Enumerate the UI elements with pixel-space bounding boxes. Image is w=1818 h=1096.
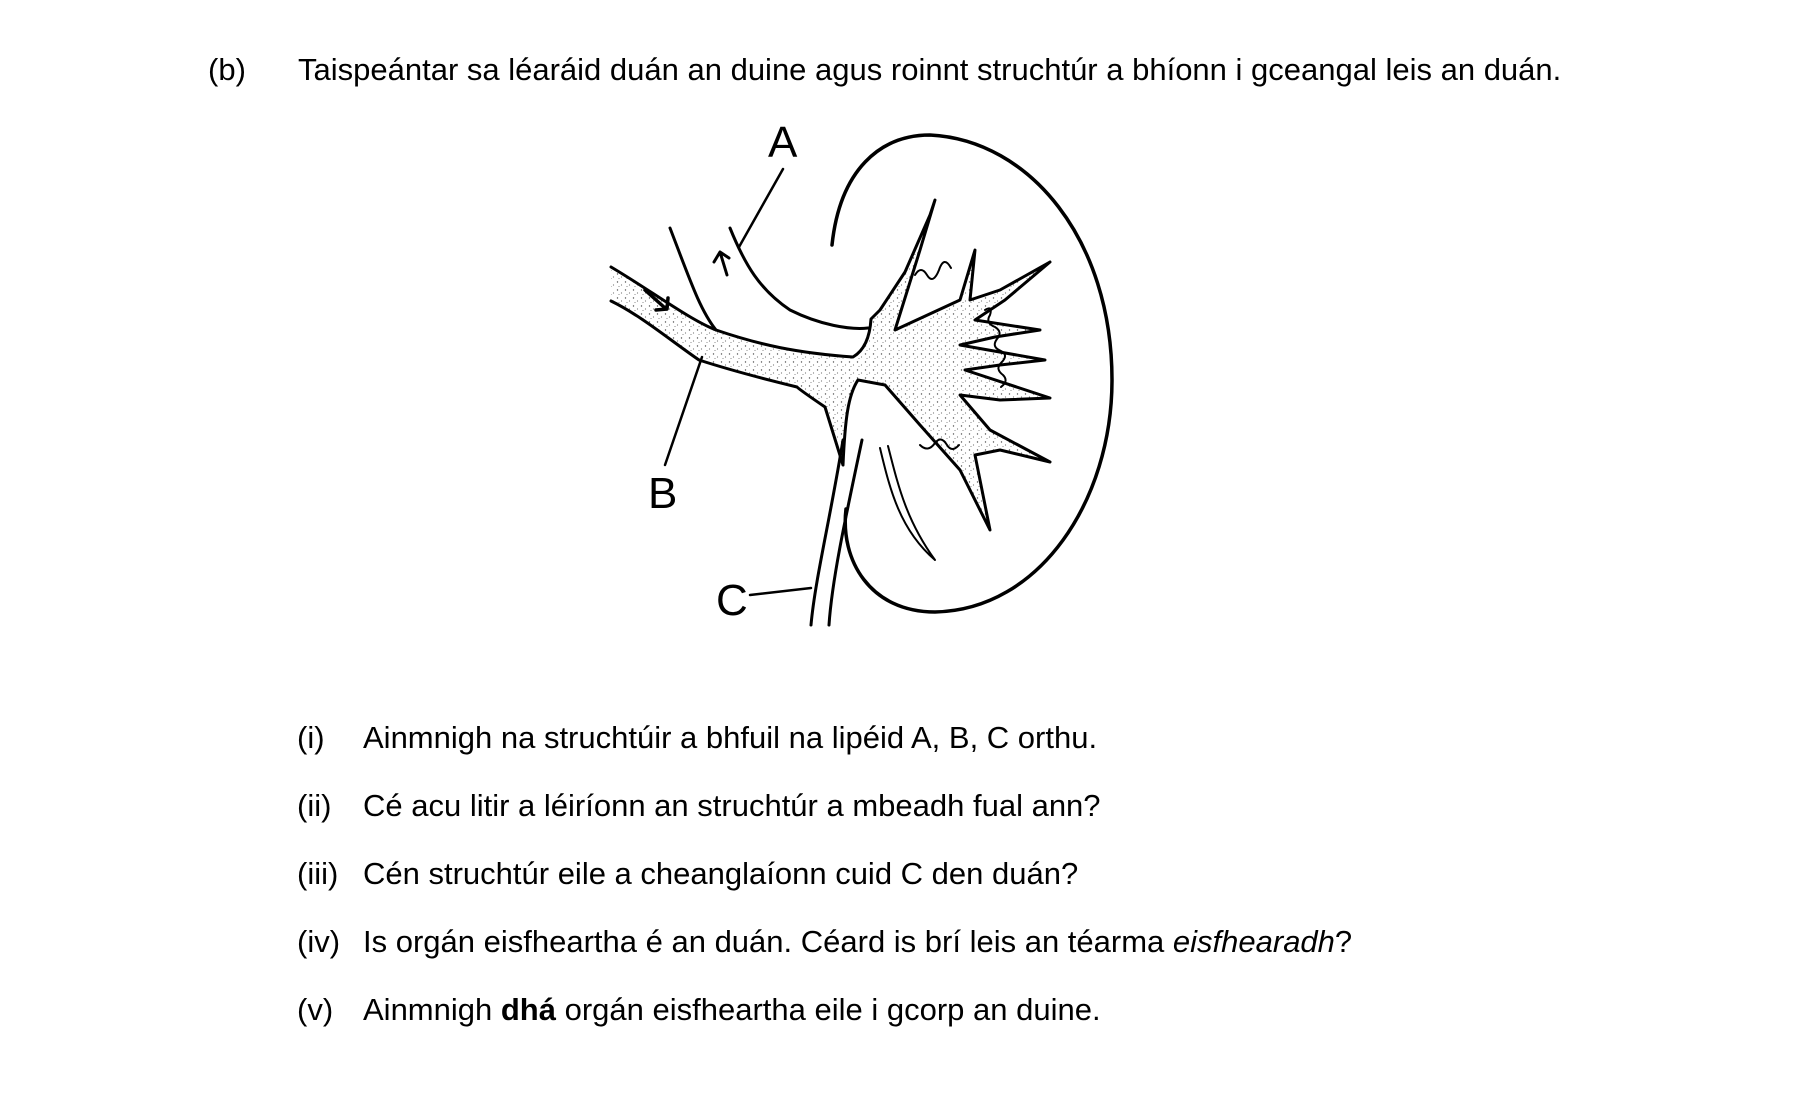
bold-term: dhá — [500, 992, 556, 1027]
vein-arrow-icon — [643, 288, 670, 312]
sub-question-text: Ainmnigh na struchtúir a bhfuil na lipéi… — [363, 720, 1098, 755]
question-stem: Taispeántar sa léaráid duán an duine agu… — [298, 52, 1562, 87]
sub-question-i: (i) Ainmnigh na struchtúir a bhfuil na li… — [297, 720, 1352, 788]
sub-question-text: Cén struchtúr eile a cheanglaíonn cuid C… — [363, 856, 1079, 891]
sub-question-number: (v) — [297, 992, 334, 1027]
label-b: B — [648, 469, 677, 518]
ureter-left — [809, 438, 845, 627]
sub-question-text: Cé acu litir a léiríonn an struchtúr a m… — [363, 788, 1101, 823]
sub-question-number: (ii) — [297, 788, 332, 823]
sub-question-number: (i) — [297, 720, 325, 755]
sub-question-iii: (iii) Cén struchtúr eile a cheanglaíonn c… — [297, 856, 1352, 924]
sub-question-number: (iv) — [297, 924, 341, 959]
artery-arrow-icon — [712, 250, 731, 277]
italic-term: eisfhearadh — [1172, 924, 1335, 959]
label-a-leader — [737, 167, 785, 249]
label-c-leader — [748, 586, 813, 597]
sub-question-text: Ainmnigh — [363, 992, 501, 1027]
part-label: (b) — [208, 52, 246, 87]
renal-vein — [609, 198, 1052, 532]
renal-artery-left — [668, 226, 718, 332]
sub-question-v: (v) Ainmnigh dhá orgán eisfheartha eile i… — [297, 992, 1352, 1060]
calyx-lower — [879, 445, 936, 561]
label-c: C — [716, 576, 748, 625]
sub-question-text: Is orgán eisfheartha é an duán. Céard is… — [363, 924, 1173, 959]
label-a: A — [768, 118, 798, 167]
kidney-outline — [830, 133, 1114, 614]
sub-question-text-end: ? — [1334, 924, 1353, 959]
renal-artery-right — [728, 226, 870, 330]
sub-question-iv: (iv) Is orgán eisfheartha é an duán. Céar… — [297, 924, 1352, 992]
nephron-loops — [914, 261, 1007, 450]
question-header: (b) Taispeántar sa léaráid duán an duine … — [208, 52, 1561, 88]
sub-question-ii: (ii) Cé acu litir a léiríonn an struchtúr… — [297, 788, 1352, 856]
sub-question-list: (i) Ainmnigh na struchtúir a bhfuil na li… — [297, 720, 1352, 1060]
ureter-right — [827, 438, 864, 627]
label-b-leader — [663, 355, 704, 467]
sub-question-number: (iii) — [297, 856, 339, 891]
sub-question-text-end: orgán eisfheartha eile i gcorp an duine. — [555, 992, 1101, 1027]
